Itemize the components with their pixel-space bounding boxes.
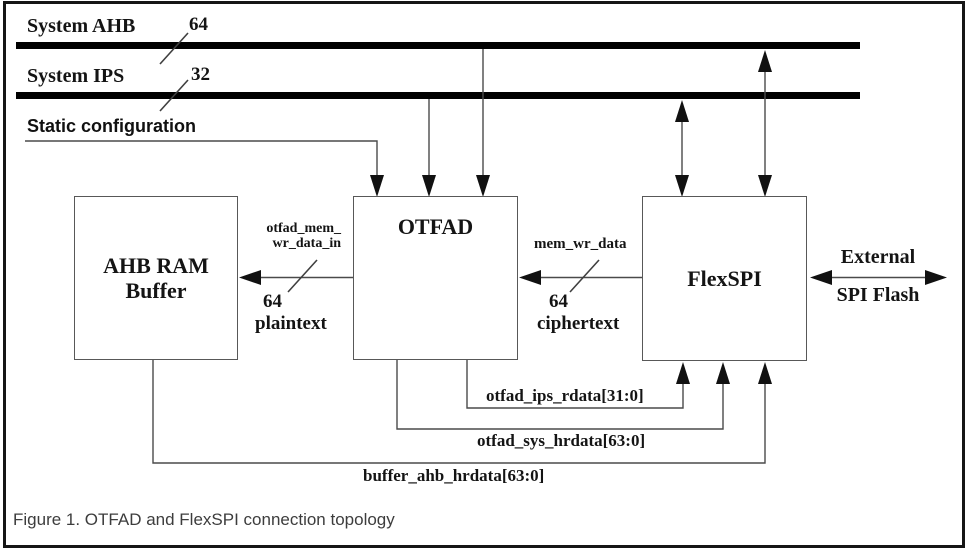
external-label: External — [840, 246, 916, 268]
otfad-write-arrowhead — [519, 270, 541, 285]
sys-hrdata-arrowhead — [716, 362, 730, 384]
ips-to-otfad-arrowhead — [422, 175, 436, 197]
otfad-sys-hrdata-label: otfad_sys_hrdata[63:0] — [477, 431, 646, 450]
otfad-label: OTFAD — [397, 214, 474, 239]
buffer-ahb-hrdata-label: buffer_ahb_hrdata[63:0] — [363, 466, 545, 485]
mem-wr-data-label: mem_wr_data — [534, 236, 627, 252]
system-ahb-bus-line — [16, 42, 860, 49]
system-ips-label: System IPS — [27, 65, 125, 87]
system-ips-bus-line — [16, 92, 860, 99]
ips-rdata-wire — [466, 360, 684, 409]
ahb-ram-buffer-label-line2: Buffer — [125, 278, 187, 303]
sys-hrdata-wire — [396, 360, 724, 430]
static-configuration-label: Static configuration — [27, 116, 197, 136]
ips-flexspi-down-arrowhead — [675, 175, 689, 197]
otfad-mem-label-line1: otfad_mem_ — [266, 221, 341, 236]
static-config-arrowhead — [370, 175, 384, 197]
otfad-block: OTFAD — [353, 196, 518, 360]
ahb-ram-buffer-block: AHB RAM Buffer — [74, 196, 238, 360]
ahb-width-slash — [159, 32, 189, 65]
ahb-ram-buffer-label-line1: AHB RAM — [103, 252, 209, 278]
system-ips-width: 32 — [191, 64, 210, 85]
ciphertext-width-label: 64 — [549, 291, 568, 312]
flexspi-block: FlexSPI — [642, 196, 807, 361]
external-left-arrowhead — [810, 270, 832, 285]
spi-flash-label: SPI Flash — [836, 284, 920, 306]
system-ahb-label: System AHB — [27, 15, 136, 37]
static-config-wire — [25, 140, 378, 176]
buffer-write-arrowhead — [239, 270, 261, 285]
ips-width-slash — [159, 79, 189, 112]
otfad-ips-rdata-label: otfad_ips_rdata[31:0] — [486, 386, 644, 405]
ciphertext-label: ciphertext — [537, 313, 620, 334]
plaintext-label: plaintext — [255, 313, 327, 334]
ips-flexspi-up-arrowhead — [675, 100, 689, 122]
otfad-mem-wr-data-in-label: otfad_mem_ wr_data_in — [247, 221, 341, 251]
figure-caption: Figure 1. OTFAD and FlexSPI connection t… — [13, 510, 395, 529]
ahb-to-otfad-arrowhead — [476, 175, 490, 197]
system-ahb-width: 64 — [189, 14, 208, 35]
buffer-hrdata-wire — [152, 360, 766, 464]
ciphertext-width-slash — [569, 259, 600, 293]
otfad-mem-label-line2: wr_data_in — [272, 236, 341, 251]
external-right-arrowhead — [925, 270, 947, 285]
plaintext-width-slash — [287, 259, 318, 293]
ahb-flexspi-up-arrowhead — [758, 50, 772, 72]
ips-rdata-arrowhead — [676, 362, 690, 384]
ahb-flexspi-down-arrowhead — [758, 175, 772, 197]
flexspi-label: FlexSPI — [687, 265, 762, 291]
plaintext-width-label: 64 — [263, 291, 282, 312]
buffer-hrdata-arrowhead — [758, 362, 772, 384]
